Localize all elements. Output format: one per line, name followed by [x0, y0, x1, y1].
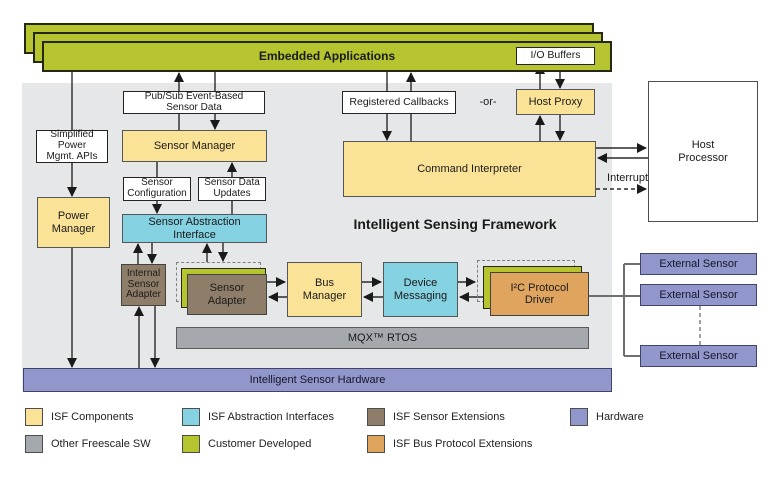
legend-swatch-yellow [25, 408, 43, 426]
external-sensor-3: External Sensor [640, 345, 757, 367]
legend-swatch-purple [570, 408, 588, 426]
legend-label: Other Freescale SW [51, 438, 151, 450]
i2c-protocol-driver-box: I²C Protocol Driver [490, 272, 589, 316]
legend-swatch-brown [367, 408, 385, 426]
io-buffers-box: I/O Buffers [516, 47, 595, 65]
sensor-abstraction-interface-box: Sensor Abstraction Interface [122, 214, 267, 243]
legend-item-isf-components: ISF Components [25, 408, 134, 426]
command-interpreter-box: Command Interpreter [343, 141, 596, 197]
internal-sensor-adapter-box: Internal Sensor Adapter [121, 264, 166, 306]
sensor-manager-box: Sensor Manager [122, 130, 267, 162]
legend-label: Customer Developed [208, 438, 312, 450]
legend-item-customer-developed: Customer Developed [182, 435, 311, 453]
legend-item-hardware: Hardware [570, 408, 644, 426]
host-proxy-box: Host Proxy [516, 89, 595, 115]
external-sensor-2: External Sensor [640, 284, 757, 306]
sensor-data-updates-box: Sensor Data Updates [198, 177, 266, 201]
legend-item-other-freescale-sw: Other Freescale SW [25, 435, 151, 453]
or-label: -or- [479, 96, 497, 108]
legend-swatch-green [182, 435, 200, 453]
simplified-power-apis-box: Simplified Power Mgmt. APIs [36, 129, 108, 163]
legend-swatch-orange [367, 435, 385, 453]
legend-label: ISF Components [51, 411, 134, 423]
power-manager-box: Power Manager [37, 197, 110, 248]
mqx-rtos-bar: MQX™ RTOS [176, 327, 589, 349]
legend-label: Hardware [596, 411, 644, 423]
interrupt-label: Interrupt [607, 171, 648, 184]
legend-swatch-gray [25, 435, 43, 453]
legend-item-isf-sensor-extensions: ISF Sensor Extensions [367, 408, 505, 426]
registered-callbacks-box: Registered Callbacks [342, 91, 456, 114]
legend-label: ISF Bus Protocol Extensions [393, 438, 533, 450]
legend-item-isf-abstraction-interfaces: ISF Abstraction Interfaces [182, 408, 334, 426]
intelligent-sensor-hardware-bar: Intelligent Sensor Hardware [23, 368, 612, 392]
device-messaging-box: Device Messaging [383, 262, 458, 317]
sensor-adapter-box: Sensor Adapter [187, 274, 267, 315]
legend-swatch-cyan [182, 408, 200, 426]
legend-label: ISF Abstraction Interfaces [208, 411, 334, 423]
bus-manager-box: Bus Manager [287, 262, 362, 317]
legend-label: ISF Sensor Extensions [393, 411, 505, 423]
host-processor-box: Host Processor [648, 81, 758, 222]
sensor-configuration-box: Sensor Configuration [123, 177, 191, 201]
framework-title: Intelligent Sensing Framework [353, 216, 557, 233]
pub-sub-event-box: Pub/Sub Event-Based Sensor Data [123, 91, 265, 114]
legend-item-isf-bus-protocol-extensions: ISF Bus Protocol Extensions [367, 435, 532, 453]
external-sensor-1: External Sensor [640, 253, 757, 275]
